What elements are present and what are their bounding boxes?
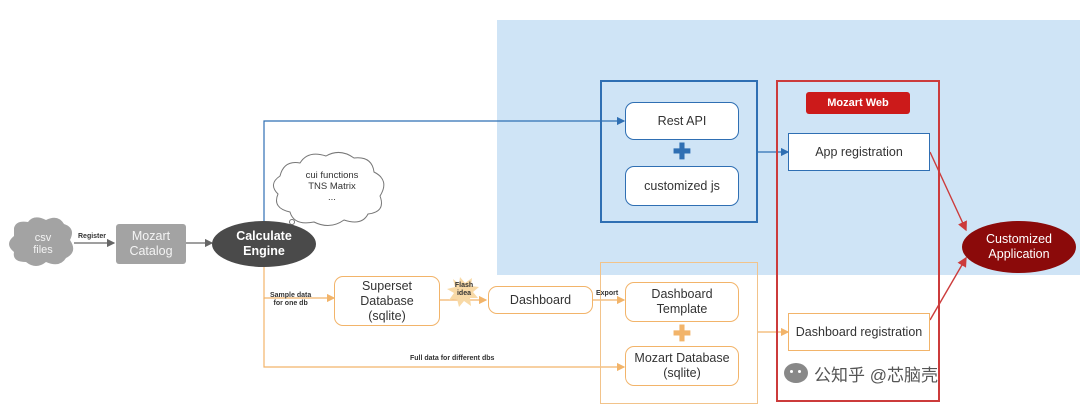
customized-application: Customized Application <box>962 221 1076 273</box>
dashboard: Dashboard <box>488 286 593 314</box>
watermark: 公知乎 @芯脑壳 <box>784 360 938 386</box>
mozart-web-box <box>776 80 940 402</box>
dashboard-group-box <box>600 262 758 404</box>
plus-icon-orange: ✚ <box>672 321 692 346</box>
label-sample-data: Sample data for one db <box>270 292 312 307</box>
plus-icon: ✚ <box>672 139 692 164</box>
mozart-database: Mozart Database (sqlite) <box>625 346 739 386</box>
customized-js: customized js <box>625 166 739 206</box>
superset-database: Superset Database (sqlite) <box>334 276 440 326</box>
rest-api: Rest API <box>625 102 739 140</box>
edge-full-data <box>263 298 626 372</box>
label-register: Register <box>78 233 107 240</box>
mozart-catalog: Mozart Catalog <box>116 224 186 264</box>
calculate-engine: Calculate Engine <box>212 221 316 267</box>
app-registration: App registration <box>788 133 930 171</box>
dashboard-registration: Dashboard registration <box>788 313 930 351</box>
cloud-note: cui functions TNS Matrix ... <box>305 170 359 203</box>
label-full-data: Full data for different dbs <box>410 355 495 362</box>
watermark-text: 公知乎 @芯脑壳 <box>814 365 938 385</box>
label-export: Export <box>596 290 619 297</box>
label-flash-idea: Flash idea <box>454 282 474 297</box>
dashboard-template: Dashboard Template <box>625 282 739 322</box>
edge-dashboard-to-customized <box>929 256 967 321</box>
note-cloud-shape <box>273 152 385 226</box>
api-group-box <box>600 80 758 223</box>
csv-cloud-shape <box>9 217 74 266</box>
edge-app-to-customized <box>929 151 967 232</box>
mozart-web-label: Mozart Web <box>806 92 910 114</box>
flash-burst-shape <box>447 277 479 307</box>
wechat-icon <box>784 363 808 383</box>
csv-files: csv files <box>33 232 53 256</box>
edge-engine-restapi <box>263 116 626 228</box>
